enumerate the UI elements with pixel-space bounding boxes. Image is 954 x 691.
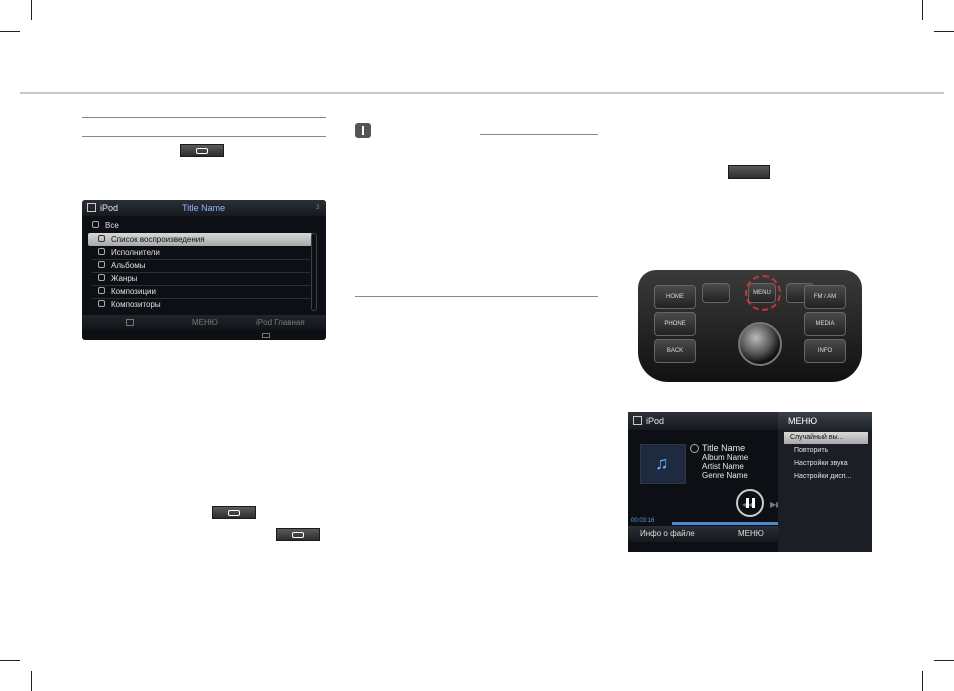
media-button[interactable]: MEDIA <box>804 312 846 336</box>
back-key-icon <box>276 528 320 541</box>
album-icon <box>98 261 105 268</box>
music-note-icon: ♫ <box>655 453 669 473</box>
ipod-home-tab[interactable]: iPod Главная <box>256 318 305 327</box>
next-icon[interactable]: ▶▶ <box>770 500 783 509</box>
album-art: ♫ <box>640 444 686 484</box>
menu-header: МЕНЮ <box>778 412 872 430</box>
screen-count: 3 <box>316 205 320 211</box>
list-item[interactable]: Композиторы <box>88 298 312 311</box>
menu-item[interactable]: Настройки дисп... <box>794 473 852 480</box>
scrollbar[interactable] <box>311 233 317 311</box>
jog-dial[interactable] <box>738 322 782 366</box>
folder-row[interactable]: Все <box>88 219 312 232</box>
section-rule <box>82 117 326 118</box>
elapsed-time: 00:03:16 <box>631 518 655 524</box>
list-item-label: Композиции <box>111 287 156 296</box>
highlight-circle <box>745 275 781 311</box>
list-item[interactable]: Список воспроизведения <box>88 233 312 246</box>
menu-panel: МЕНЮ Случайный вы... Повторить Настройки… <box>778 412 872 552</box>
screen-footer: МЕНЮ iPod Главная <box>82 315 326 330</box>
screen-footer: Инфо о файле МЕНЮ <box>628 526 778 542</box>
playlist-icon <box>98 235 105 242</box>
crop-mark <box>31 671 32 691</box>
back-key-icon <box>180 144 224 157</box>
crop-mark <box>934 31 954 32</box>
divider <box>92 298 310 299</box>
screen-title: Title Name <box>182 203 226 213</box>
folder-icon <box>92 221 99 228</box>
crop-mark <box>0 660 20 661</box>
crop-mark <box>0 31 20 32</box>
song-icon <box>98 287 105 294</box>
crop-mark <box>31 0 32 20</box>
list-item-label: Жанры <box>111 274 138 283</box>
music-note-icon <box>87 203 96 212</box>
file-info-tab[interactable]: Инфо о файле <box>640 529 695 538</box>
phone-button[interactable]: PHONE <box>654 312 696 336</box>
menu-title: МЕНЮ <box>788 416 818 426</box>
control-panel: HOME PHONE BACK MENU FM / AM MEDIA INFO <box>626 262 874 402</box>
track-artist: Artist Name <box>702 462 744 471</box>
header-rule <box>20 92 944 94</box>
menu-item[interactable]: Повторить <box>794 447 829 454</box>
divider <box>92 285 310 286</box>
home-button[interactable]: HOME <box>654 285 696 309</box>
screen-header: iPod Title Name 3 <box>82 200 326 216</box>
song-icon <box>690 444 699 453</box>
progress-bar[interactable] <box>672 522 782 525</box>
keyboard-icon <box>262 333 270 338</box>
list-item-label: Альбомы <box>111 261 146 270</box>
menu-tab[interactable]: МЕНЮ <box>738 529 764 538</box>
divider <box>92 259 310 260</box>
track-album: Album Name <box>702 453 749 462</box>
list-item[interactable]: Жанры <box>88 272 312 285</box>
track-title: Title Name <box>702 443 746 453</box>
menu-tab[interactable]: МЕНЮ <box>192 318 218 327</box>
fm-am-button[interactable]: FM / AM <box>804 285 846 309</box>
ipod-list-screen: iPod Title Name 3 Все Список воспроизвед… <box>82 200 326 340</box>
section-rule <box>355 296 598 297</box>
list-item-label: Композиторы <box>111 300 161 309</box>
music-note-icon <box>633 416 642 425</box>
menu-item[interactable]: Настройки звука <box>794 460 848 467</box>
list-item-label: Список воспроизведения <box>111 235 205 244</box>
track-genre: Genre Name <box>702 471 748 480</box>
section-rule <box>480 134 598 135</box>
list-item-label: Исполнители <box>111 248 160 257</box>
screen-app-name: iPod <box>100 203 119 213</box>
list-item[interactable]: Альбомы <box>88 259 312 272</box>
info-button[interactable]: INFO <box>804 339 846 363</box>
menu-item[interactable]: Случайный вы... <box>784 432 868 444</box>
divider <box>92 272 310 273</box>
artist-icon <box>98 248 105 255</box>
section-rule <box>82 136 326 137</box>
seek-back-button[interactable] <box>702 283 730 303</box>
list-item[interactable]: Исполнители <box>88 246 312 259</box>
info-icon <box>355 123 371 138</box>
screen-app-name: iPod <box>646 416 665 426</box>
ipod-player-screen: iPod ♫ Title Name Album Name Artist Name… <box>628 412 872 552</box>
crop-mark <box>922 0 923 20</box>
menu-key-icon <box>728 165 770 179</box>
list-item[interactable]: Композиции <box>88 285 312 298</box>
pause-button[interactable] <box>736 489 764 517</box>
folder-icon[interactable] <box>126 319 134 326</box>
crop-mark <box>922 671 923 691</box>
folder-label: Все <box>105 221 119 230</box>
genre-icon <box>98 274 105 281</box>
screen-header: iPod <box>628 412 778 430</box>
composer-icon <box>98 300 105 307</box>
crop-mark <box>934 660 954 661</box>
panel-body: HOME PHONE BACK MENU FM / AM MEDIA INFO <box>638 270 862 382</box>
back-button[interactable]: BACK <box>654 339 696 363</box>
back-key-icon <box>212 506 256 519</box>
